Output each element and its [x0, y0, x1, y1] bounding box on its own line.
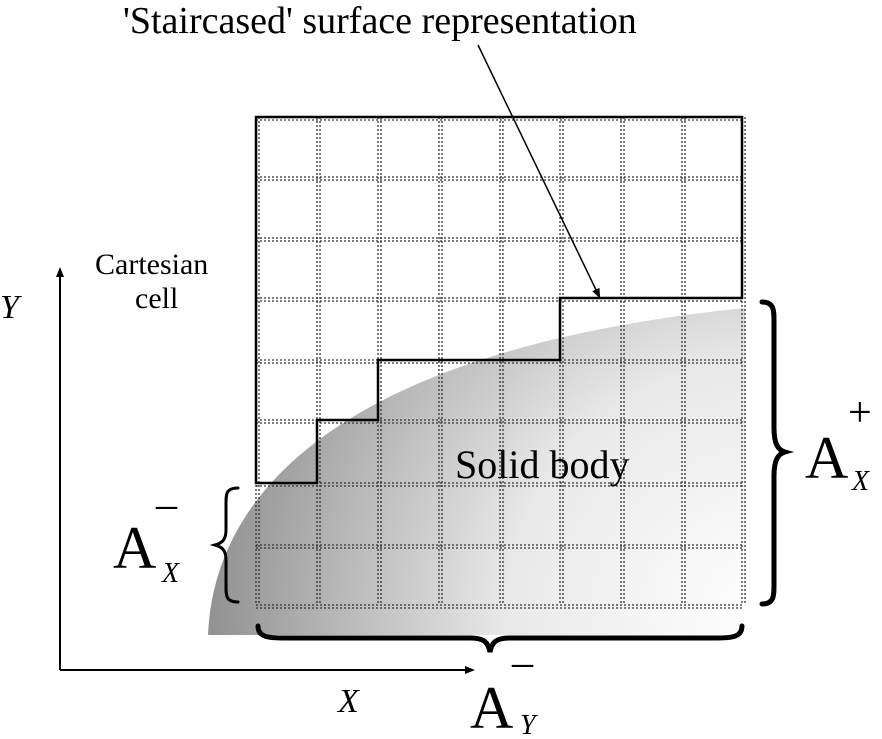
axes: [56, 267, 475, 674]
ay-minus-sub: Y: [520, 710, 539, 739]
ax-minus-label: A – X: [113, 482, 180, 589]
ax-minus-base: A: [113, 515, 156, 581]
solid-body-shape: [208, 308, 745, 635]
x-axis-label: X: [336, 683, 360, 720]
ax-plus-sub: X: [851, 466, 870, 497]
ax-plus-brace: [759, 299, 795, 607]
ax-plus-base: A: [805, 425, 848, 491]
ax-plus-label: A + X: [805, 390, 872, 497]
title-pointer-arrow: [477, 44, 601, 299]
staircase-outline: [254, 115, 744, 485]
ay-minus-base: A: [470, 675, 513, 739]
braces: [209, 299, 795, 653]
ax-minus-brace: [209, 486, 240, 604]
ay-minus-sup: –: [511, 640, 534, 686]
cartesian-cell-label: Cartesian cell: [95, 248, 216, 315]
ax-minus-sub: X: [161, 558, 180, 589]
ax-plus-sup: +: [848, 390, 872, 436]
diagram-title: 'Staircased' surface representation: [123, 0, 637, 42]
ax-minus-sup: –: [155, 482, 178, 528]
ay-minus-label: A – Y: [470, 640, 539, 739]
cartesian-cell-label-line2: cell: [135, 282, 178, 315]
solid-body-label: Solid body: [455, 442, 629, 487]
y-axis-label: Y: [0, 289, 22, 326]
ay-minus-brace: [255, 623, 745, 653]
cartesian-cell-label-line1: Cartesian: [95, 248, 208, 281]
